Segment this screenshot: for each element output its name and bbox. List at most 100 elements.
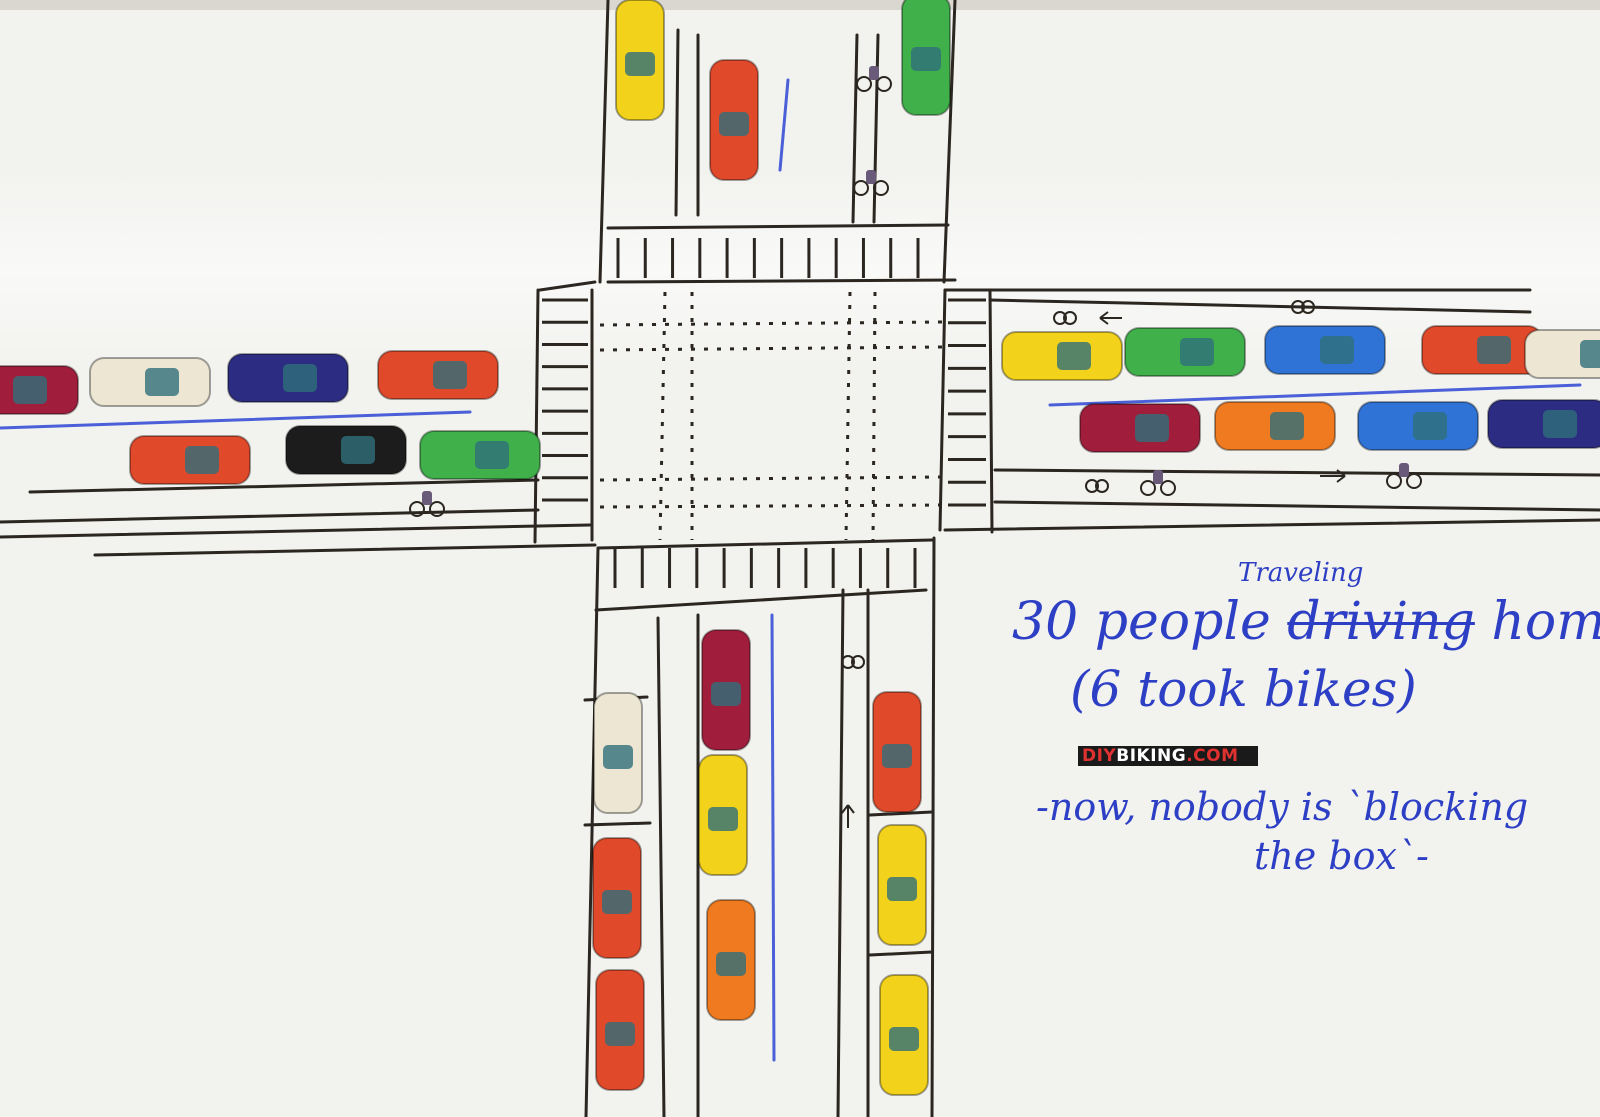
toy-car-yellow-windshield [625, 52, 655, 76]
cyclist-wheel [1140, 480, 1156, 496]
toy-car-maroon-windshield [711, 682, 741, 706]
cyclist-rider [869, 66, 879, 80]
note-line-took-bikes: (6 took bikes) [1070, 660, 1417, 718]
toy-car-yellow [615, 0, 665, 121]
toy-car-orange [1214, 401, 1336, 451]
cyclist-wheel [409, 501, 425, 517]
toy-car-yellow [879, 974, 929, 1096]
note-word-traveling: Traveling [1238, 558, 1364, 588]
cyclist-wheel [1160, 480, 1176, 496]
center-dividers [0, 78, 1582, 1062]
toy-car-maroon [0, 365, 79, 415]
cyclist-wheel [1406, 473, 1422, 489]
toy-car-red-windshield [719, 112, 749, 136]
toy-car-red [595, 969, 645, 1091]
toy-car-green-windshield [475, 441, 509, 469]
toy-car-cream [1524, 329, 1600, 379]
toy-car-yellow-windshield [887, 877, 917, 901]
cyclist-wheel [853, 180, 869, 196]
toy-car-red [129, 435, 251, 485]
toy-car-red-windshield [605, 1022, 635, 1046]
cyclist-wheel [856, 76, 872, 92]
cyclist-wheel [876, 76, 892, 92]
toy-car-cream-windshield [603, 745, 633, 769]
toy-cyclist [1140, 470, 1176, 496]
toy-car-navy-windshield [1543, 410, 1577, 438]
toy-car-navy [227, 353, 349, 403]
toy-cyclist [856, 66, 892, 92]
note-line-people-home: 30 people driving home. [1012, 592, 1600, 652]
toy-car-navy [1487, 399, 1600, 449]
toy-car-black [285, 425, 407, 475]
logo-dotcom: .COM [1186, 746, 1239, 766]
toy-car-maroon-windshield [13, 376, 47, 404]
crosswalk-north [616, 238, 920, 278]
toy-car-black-windshield [341, 436, 375, 464]
toy-car-blue-windshield [1320, 336, 1354, 364]
toy-car-red [1421, 325, 1543, 375]
toy-car-red [377, 350, 499, 400]
toy-car-yellow-windshield [708, 807, 738, 831]
toy-car-red-windshield [433, 361, 467, 389]
toy-car-orange-windshield [716, 952, 746, 976]
cyclist-wheel [873, 180, 889, 196]
cyclist-wheel [1386, 473, 1402, 489]
toy-car-green-windshield [1180, 338, 1214, 366]
note-line-the-box: the box`- [1254, 834, 1429, 878]
toy-car-maroon [1079, 403, 1201, 453]
toy-car-yellow [698, 754, 748, 876]
crosswalk-west [542, 298, 588, 502]
cyclist-rider [422, 491, 432, 505]
toy-car-red-windshield [602, 890, 632, 914]
note-struck-driving: driving [1287, 592, 1475, 652]
toy-car-blue-windshield [1413, 412, 1447, 440]
note-people: 30 people [1012, 592, 1271, 652]
toy-car-red-windshield [185, 446, 219, 474]
toy-car-red-windshield [882, 744, 912, 768]
toy-car-cream-windshield [145, 368, 179, 396]
toy-car-cream [89, 357, 211, 407]
note-line-nobody-blocking: -now, nobody is `blocking [1036, 785, 1529, 829]
toy-car-cream [593, 692, 643, 814]
toy-car-maroon-windshield [1135, 414, 1169, 442]
toy-cyclists [409, 66, 1422, 517]
crosswalk-south [613, 548, 917, 588]
toy-car-blue [1264, 325, 1386, 375]
toy-car-cream-windshield [1580, 340, 1600, 368]
toy-car-green [1124, 327, 1246, 377]
toy-car-yellow [877, 824, 927, 946]
toy-car-red [592, 837, 642, 959]
toy-cyclist [409, 491, 445, 517]
toy-car-navy-windshield [283, 364, 317, 392]
toy-car-orange [706, 899, 756, 1021]
toy-car-maroon [701, 629, 751, 751]
cyclist-rider [1399, 463, 1409, 477]
cyclist-rider [1153, 470, 1163, 484]
cyclist-wheel [429, 501, 445, 517]
toy-car-blue [1357, 401, 1479, 451]
toy-car-green-windshield [911, 47, 941, 71]
toy-cyclist [1386, 463, 1422, 489]
logo-diy: DIY [1082, 746, 1117, 766]
toy-car-red [872, 691, 922, 813]
toy-car-red [709, 59, 759, 181]
intersection-lane-guides [599, 291, 946, 541]
logo-biking: BIKING [1116, 746, 1187, 766]
toy-car-green [419, 430, 541, 480]
toy-cyclist [853, 170, 889, 196]
note-home: home. [1491, 592, 1600, 652]
bike-lane-symbols [841, 300, 1346, 828]
diybiking-logo: DIYBIKING.COM [1078, 746, 1258, 766]
toy-car-yellow [1001, 331, 1123, 381]
cyclist-rider [866, 170, 876, 184]
toy-car-red-windshield [1477, 336, 1511, 364]
toy-car-yellow-windshield [889, 1027, 919, 1051]
toy-car-orange-windshield [1270, 412, 1304, 440]
crosswalk-east [948, 298, 986, 507]
toy-car-green [901, 0, 951, 116]
board-top-edge [0, 0, 1600, 10]
toy-car-yellow-windshield [1057, 342, 1091, 370]
